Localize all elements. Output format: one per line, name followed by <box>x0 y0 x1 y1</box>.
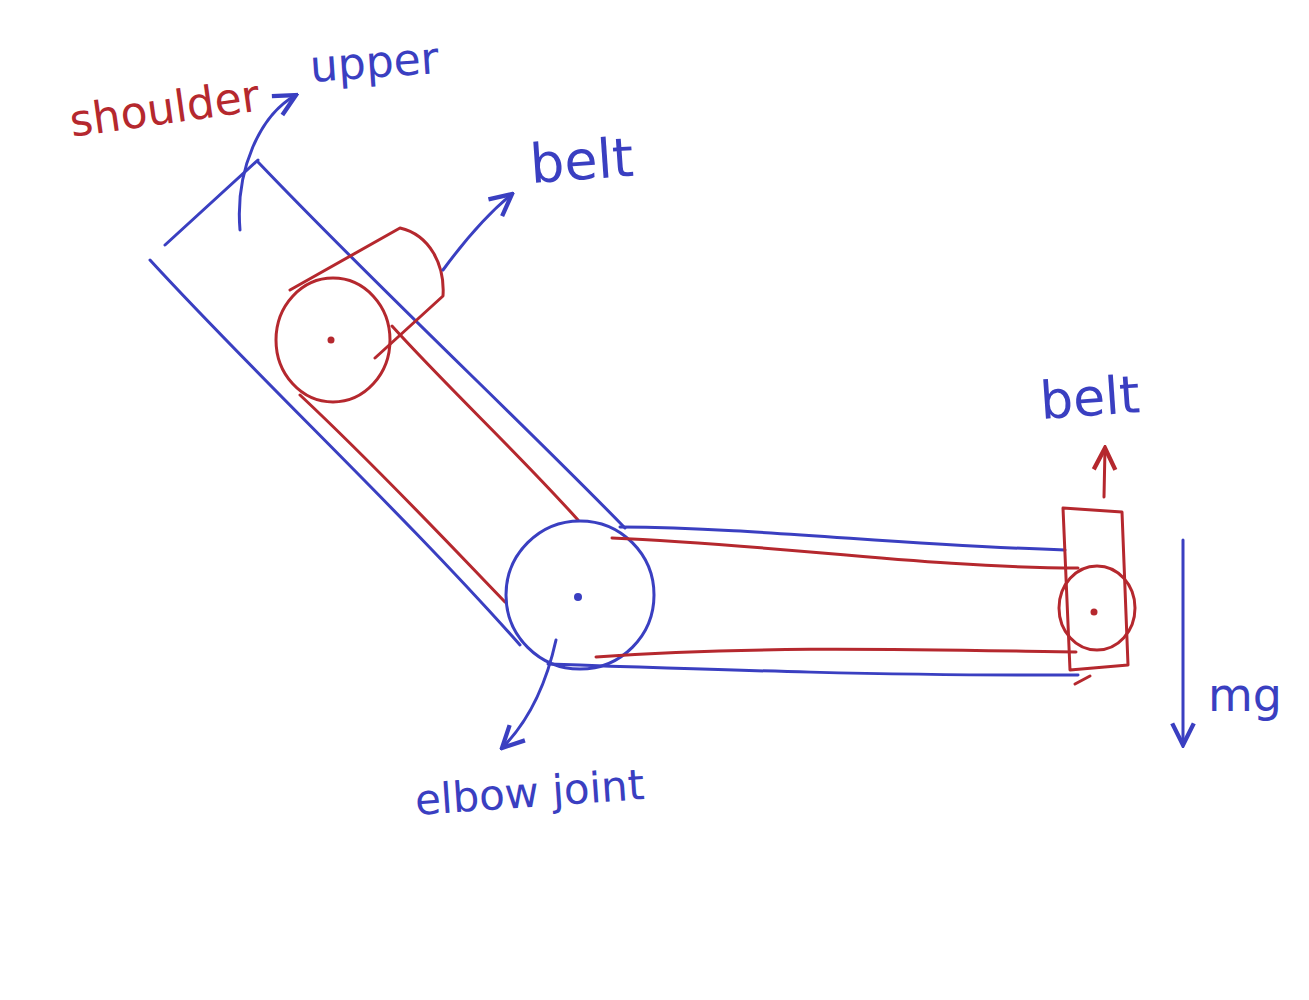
shoulder-axis <box>328 337 335 344</box>
elbow-joint <box>506 521 654 669</box>
force-label: mg <box>1208 672 1282 718</box>
gravity-arrow <box>1182 540 1185 745</box>
elbow-axis <box>574 593 582 601</box>
part-label: shoulder <box>67 74 262 144</box>
wrist-axis <box>1091 609 1098 616</box>
part-label: belt <box>528 131 635 192</box>
elbow-leader <box>502 640 556 748</box>
forearm <box>548 527 1078 675</box>
belt-leader <box>1104 448 1105 497</box>
part-label: belt <box>1038 368 1141 427</box>
part-label: upper <box>308 36 440 89</box>
part-label: elbow joint <box>414 764 646 822</box>
upper-arm <box>150 160 625 645</box>
shoulder-pulley <box>276 228 578 602</box>
forearm-belt <box>596 538 1078 657</box>
wrist-pulley <box>1059 508 1135 684</box>
belt-leader <box>443 194 512 270</box>
